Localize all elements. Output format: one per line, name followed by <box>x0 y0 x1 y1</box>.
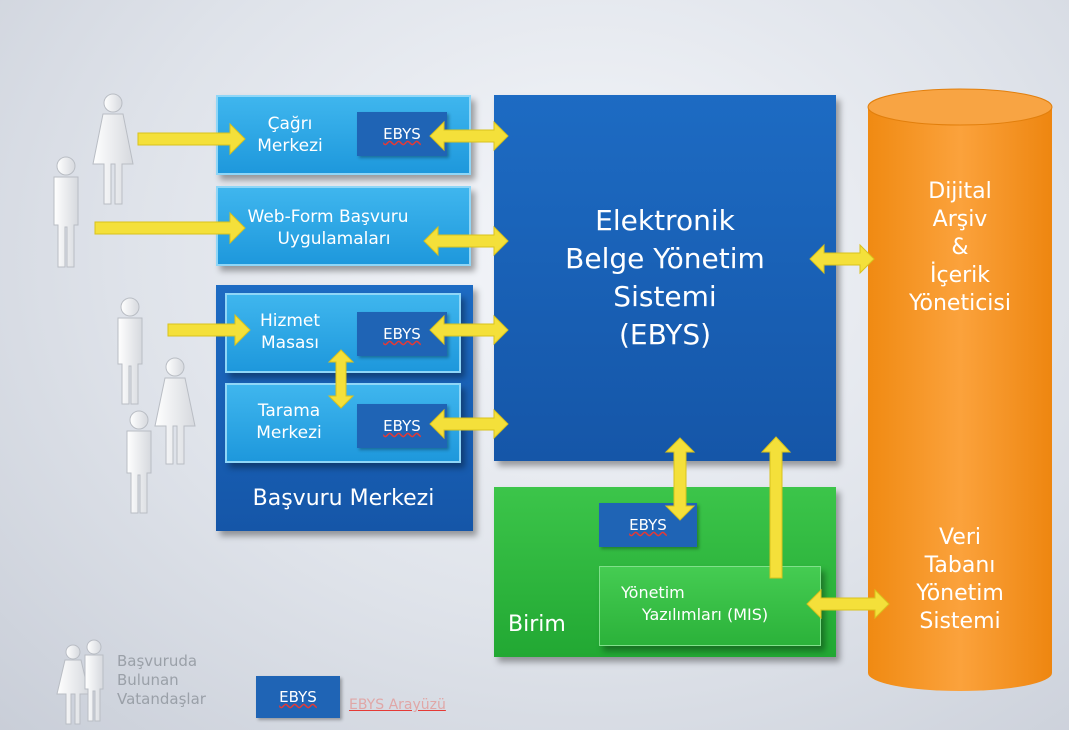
web-form-box <box>216 186 471 266</box>
legend-male-icon <box>84 639 104 722</box>
ebys-tag-hizmet: EBYS <box>357 312 447 356</box>
legend-citizens-label: Başvuruda Bulunan Vatandaşlar <box>117 652 206 708</box>
double-arrow <box>806 588 890 620</box>
arrow-right <box>94 211 246 245</box>
legend-ebys-interface-label: EBYS Arayüzü <box>349 697 446 713</box>
citizen-male-icon <box>117 297 143 405</box>
dijital-arsiv-label: Dijital Arşiv & İçerik Yöneticisi <box>909 179 1011 316</box>
double-arrow <box>664 437 696 521</box>
yonetim-yazilimlari-label: Yönetim Yazılımları (MIS) <box>621 583 769 624</box>
double-arrow <box>429 314 509 346</box>
double-arrow <box>327 349 355 409</box>
basvuru-merkezi-label: Başvuru Merkezi <box>252 486 435 511</box>
citizen-female-icon <box>154 357 196 465</box>
veri-tabani-label: Veri Tabanı Yönetim Sistemi <box>916 525 1004 634</box>
ebys-title: Elektronik Belge Yönetim Sistemi (EBYS) <box>565 204 765 351</box>
ebys-tag-tarama: EBYS <box>357 404 447 448</box>
arrow-right <box>137 122 246 156</box>
double-arrow <box>809 243 875 275</box>
double-arrow <box>429 120 509 152</box>
legend-ebys-tag: EBYS <box>256 676 340 718</box>
citizen-male-icon <box>126 410 152 514</box>
citizen-female-icon <box>92 93 134 205</box>
birim-label: Birim <box>508 612 566 637</box>
citizen-male-icon <box>53 156 79 268</box>
arrow-right <box>167 313 251 347</box>
double-arrow <box>423 225 509 257</box>
double-arrow <box>429 408 509 440</box>
mis-box <box>599 566 821 646</box>
legend-female-icon <box>56 644 90 725</box>
arrow-up <box>760 436 792 579</box>
ebys-main-box <box>494 95 836 461</box>
